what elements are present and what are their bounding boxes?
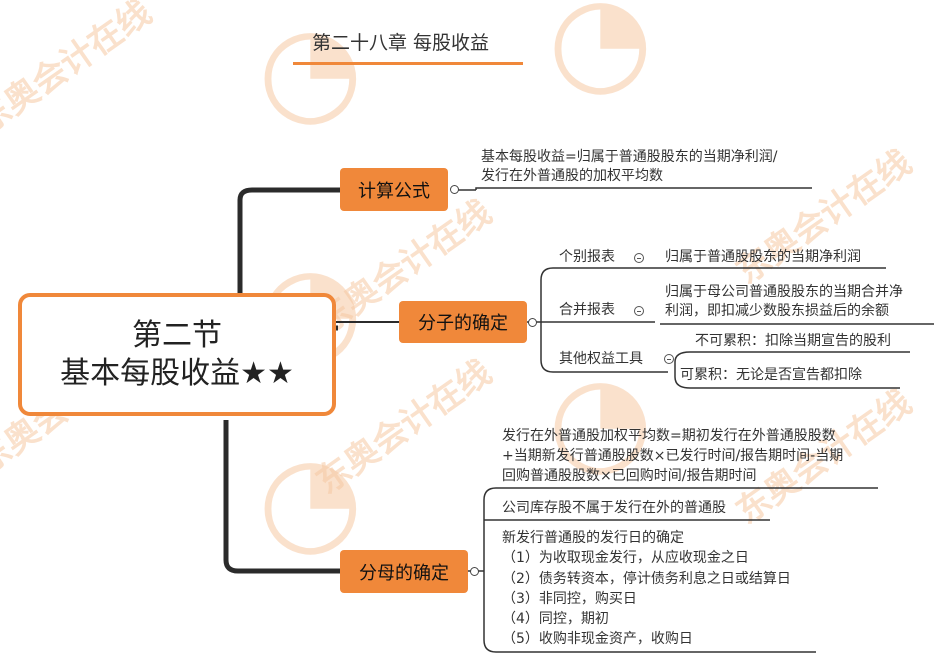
- root-line1: 第二节: [132, 317, 222, 353]
- weighted-average-line1: 发行在外普通股加权平均数=期初发行在外普通股股数: [502, 428, 836, 444]
- page-title: 第二十八章 每股收益: [312, 32, 490, 54]
- branch-numerator[interactable]: 分子的确定: [399, 301, 527, 343]
- issue-date-item-3: （3）非同控，购买日: [502, 591, 637, 607]
- individual-report-text: 归属于普通股股东的当期净利润: [665, 249, 861, 265]
- other-equity-cumulative: 可累积：无论是否宣告都扣除: [680, 367, 862, 383]
- formula-text-line2: 发行在外普通股的加权平均数: [481, 168, 663, 184]
- individual-report-label: 个别报表: [559, 249, 615, 265]
- branch-denominator[interactable]: 分母的确定: [340, 550, 468, 593]
- collapse-minus-icon[interactable]: [664, 354, 674, 364]
- branch-formula[interactable]: 计算公式: [340, 168, 448, 211]
- root-node[interactable]: 第二节 基本每股收益★★: [18, 293, 336, 416]
- issue-date-item-4: （4）同控，期初: [502, 611, 609, 627]
- collapse-knob[interactable]: [470, 567, 479, 576]
- weighted-average-line3: 回购普通股股数×已回购时间/报告期时间: [502, 468, 757, 484]
- issue-date-heading: 新发行普通股的发行日的确定: [502, 530, 684, 546]
- consolidated-report-text-line2: 利润，即扣减少数股东损益后的余额: [665, 303, 889, 319]
- consolidated-report-label: 合并报表: [559, 302, 615, 318]
- issue-date-item-5: （5）收购非现金资产，收购日: [502, 631, 693, 647]
- treasury-stock-text: 公司库存股不属于发行在外的普通股: [502, 500, 726, 516]
- title-underline: [293, 62, 523, 65]
- weighted-average-line2: +当期新发行普通股股数×已发行时间/报告期时间-当期: [502, 448, 844, 464]
- other-equity-noncumulative: 不可累积：扣除当期宣告的股利: [695, 333, 891, 349]
- collapse-knob[interactable]: [450, 185, 459, 194]
- formula-text-line1: 基本每股收益=归属于普通股股东的当期净利润/: [481, 149, 778, 165]
- root-line2: 基本每股收益★★: [60, 355, 294, 391]
- collapse-knob[interactable]: [528, 318, 537, 327]
- other-equity-label: 其他权益工具: [559, 351, 643, 367]
- collapse-minus-icon[interactable]: [634, 306, 644, 316]
- issue-date-item-1: （1）为收取现金发行，从应收现金之日: [502, 550, 749, 566]
- collapse-minus-icon[interactable]: [634, 253, 644, 263]
- issue-date-item-2: （2）债务转资本，停计债务利息之日或结算日: [502, 571, 791, 587]
- consolidated-report-text-line1: 归属于母公司普通股股东的当期合并净: [665, 284, 903, 300]
